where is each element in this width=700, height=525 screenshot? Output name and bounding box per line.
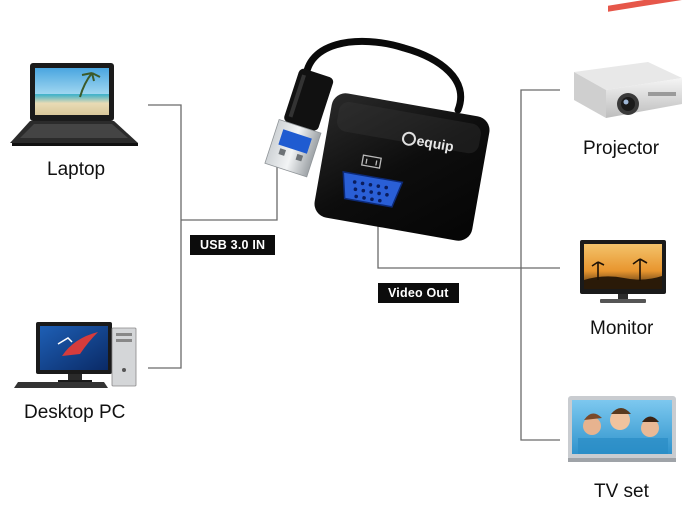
desktop-line (148, 220, 182, 369)
desktop-pc-icon (14, 322, 137, 388)
laptop-label: Laptop (47, 159, 106, 180)
adapter-brand-text: equip (415, 132, 455, 154)
vga-adapter-icon: equip (314, 93, 490, 241)
usb-in-tag: USB 3.0 IN (190, 235, 276, 255)
laptop-line (148, 104, 182, 220)
projector-icon (574, 0, 682, 118)
monitor-icon (580, 240, 666, 303)
connector-lines (148, 89, 560, 441)
projector-label: Projector (583, 138, 660, 159)
usb-plug-icon (264, 37, 465, 178)
tv-set-icon (568, 396, 676, 462)
usb-line (181, 160, 278, 221)
monitor-label: Monitor (590, 318, 654, 339)
laptop-icon (10, 63, 138, 146)
tv-set-label: TV set (594, 481, 649, 502)
output-bus-line (520, 89, 560, 441)
desktop-pc-label: Desktop PC (24, 402, 126, 423)
video-out-tag: Video Out (378, 283, 459, 303)
video-out-line (377, 226, 560, 269)
